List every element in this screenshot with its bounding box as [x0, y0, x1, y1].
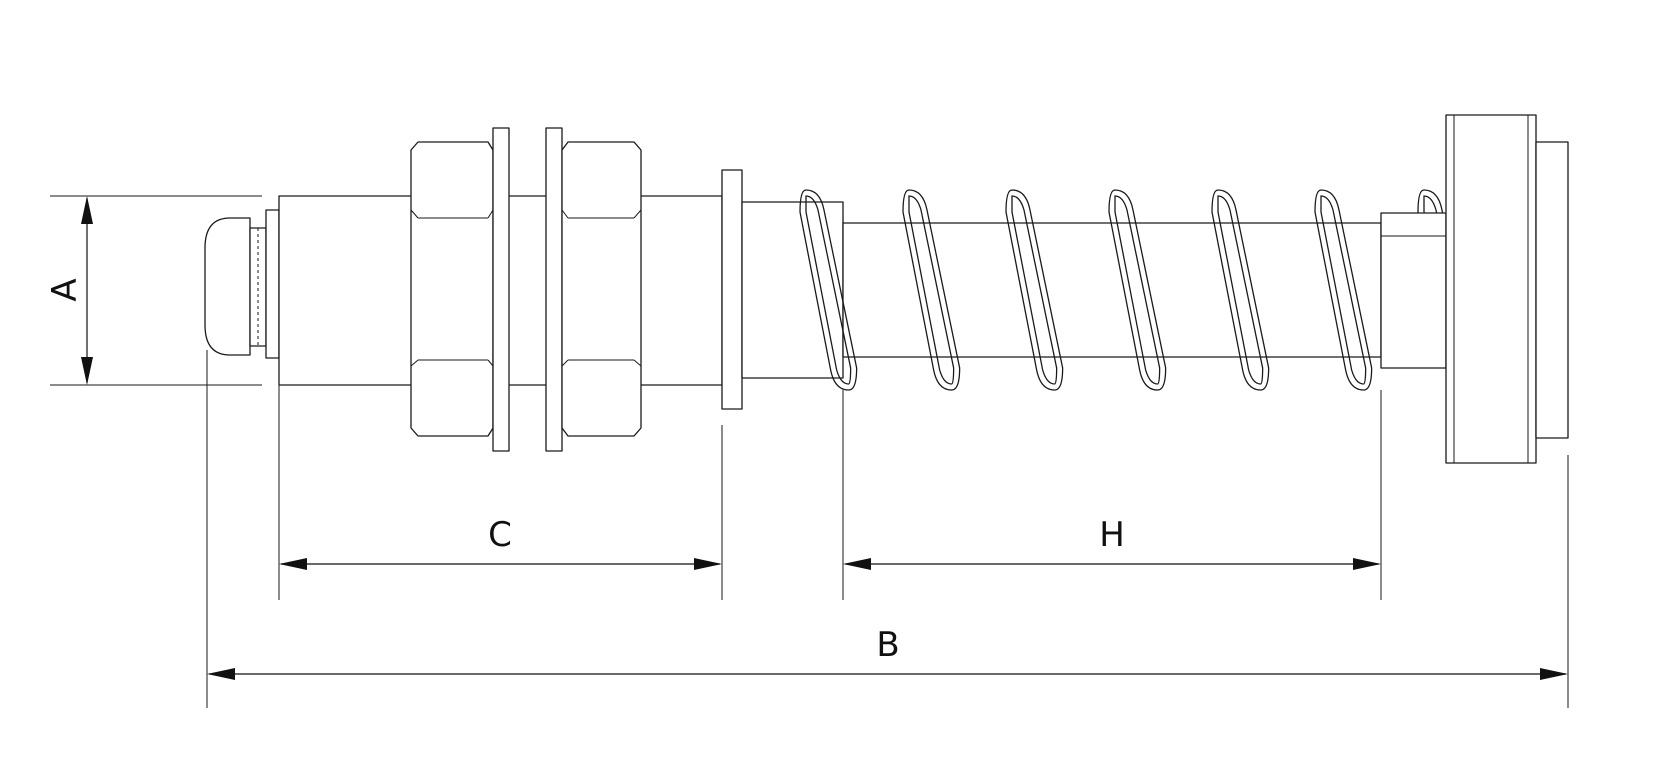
guide-bushing [741, 201, 844, 379]
extension-lines [50, 195, 1569, 708]
compression-spring [799, 189, 1476, 391]
dimension-b: B [207, 625, 1568, 680]
end-roller [1445, 114, 1569, 464]
dimension-h-label: H [1099, 515, 1125, 555]
dimension-a: A [45, 196, 93, 385]
dimension-c: C [279, 515, 722, 570]
dimension-a-label: A [45, 278, 85, 301]
dimension-c-label: C [488, 515, 512, 555]
hex-nut-right [561, 141, 642, 437]
rod-collar [1380, 212, 1447, 369]
flange-washer [721, 169, 743, 410]
knurled-cap [204, 209, 280, 359]
washer-left [492, 127, 510, 452]
dimension-b-label: B [876, 625, 899, 665]
dimension-h: H [843, 515, 1381, 570]
washer-right [545, 127, 563, 452]
hex-nut-left [410, 141, 494, 437]
